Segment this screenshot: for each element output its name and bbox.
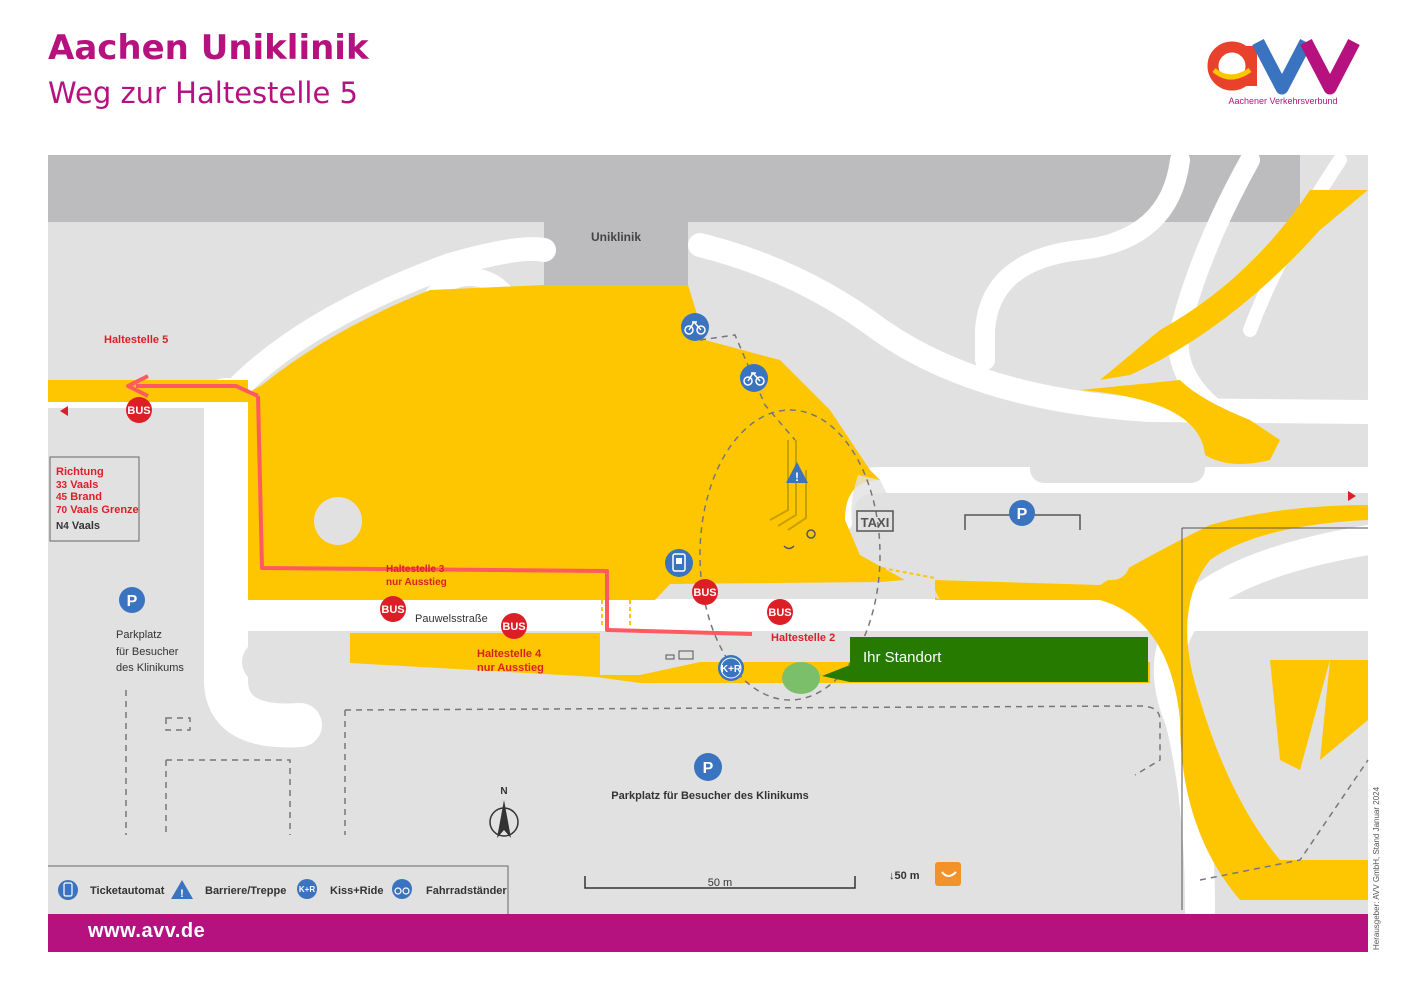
legend-bicycle-icon [392, 879, 412, 899]
footer-bar [48, 914, 1368, 952]
scale-label: 50 m [708, 877, 732, 889]
legend-label: Fahrradständer [426, 885, 507, 897]
stop-label-h3-note: nur Ausstieg [386, 577, 447, 588]
publisher-note: Herausgeber: AVV GmbH, Stand Januar 2024 [1372, 786, 1381, 950]
stop-label-h5: Haltestelle 5 [104, 334, 168, 346]
page-title: Aachen Uniklinik [48, 28, 369, 68]
standort-callout [850, 637, 1148, 682]
parking-symbol: P [127, 593, 138, 610]
direction-heading: Richtung [56, 466, 104, 478]
elevator-station-icon [935, 862, 961, 886]
bus-badge: BUS [768, 607, 791, 619]
stop-label-h4-note: nur Ausstieg [477, 662, 544, 674]
legend-label: Barriere/Treppe [205, 885, 286, 897]
taxi-label: TAXI [861, 515, 890, 530]
direction-arrow-right [1348, 491, 1356, 501]
north-label: N [500, 786, 507, 797]
bus-badge: BUS [693, 587, 716, 599]
parking-left-label: Parkplatz [116, 629, 162, 641]
svg-text:!: ! [180, 888, 184, 900]
direction-line: 70 Vaals Grenze [56, 504, 139, 516]
bicycle-rack-icon [740, 364, 768, 392]
stop-label-h2: Haltestelle 2 [771, 632, 835, 644]
parking-symbol: P [703, 760, 714, 777]
kiss-ride-badge: K+R [721, 664, 742, 675]
barrier-stairs-icon: ! [786, 462, 808, 484]
ticket-machine-icon [665, 549, 693, 577]
legend-ticket-icon [58, 880, 78, 900]
stop-label-h3: Haltestelle 3 [386, 564, 445, 575]
walking-route [256, 395, 753, 636]
parking-icon [119, 500, 1035, 781]
standort-marker [782, 662, 820, 694]
scale-bar [584, 876, 856, 889]
pedestrian-areas [48, 190, 1368, 900]
standort-label: Ihr Standort [863, 649, 942, 666]
footer-website-link[interactable]: www.avv.de [88, 920, 206, 942]
legend-label: Ticketautomat [90, 885, 165, 897]
bus-badge: BUS [381, 604, 404, 616]
paths-dashed [125, 334, 1369, 881]
direction-line: 33 Vaals [56, 479, 98, 491]
page-subtitle: Weg zur Haltestelle 5 [48, 76, 358, 110]
legend-kiss-ride-icon: K+R [297, 879, 317, 899]
north-arrow-icon [489, 800, 519, 838]
bus-badge: BUS [502, 621, 525, 633]
uniklinik-building [48, 155, 1300, 285]
legend-barrier-icon: ! [171, 880, 193, 900]
stop-label-h4: Haltestelle 4 [477, 648, 542, 660]
bus-stop-icon [126, 397, 793, 639]
direction-arrow-left [60, 406, 68, 416]
building-label: Uniklinik [591, 230, 641, 244]
kiss-ride-icon [718, 655, 744, 681]
elevator-distance: ↓50 m [889, 870, 920, 882]
parking-left-label: für Besucher [116, 646, 179, 658]
parking-bottom-label: Parkplatz für Besucher des Klinikums [611, 790, 808, 802]
route-arrow [136, 384, 259, 398]
legend-label: Kiss+Ride [330, 885, 384, 897]
bus-badge: BUS [127, 405, 150, 417]
parking-left-label: des Klinikums [116, 662, 184, 674]
street-label: Pauwelsstraße [415, 613, 488, 625]
svg-text:!: ! [795, 470, 799, 484]
direction-line: 45 Brand [56, 491, 102, 503]
parking-symbol: P [1017, 506, 1028, 523]
logo-tagline: Aachener Verkehrsverbund [1228, 96, 1338, 106]
bicycle-rack-icon [681, 313, 709, 341]
avv-logo [1207, 38, 1360, 95]
direction-line: N4 Vaals [56, 520, 100, 532]
svg-text:K+R: K+R [299, 885, 315, 894]
